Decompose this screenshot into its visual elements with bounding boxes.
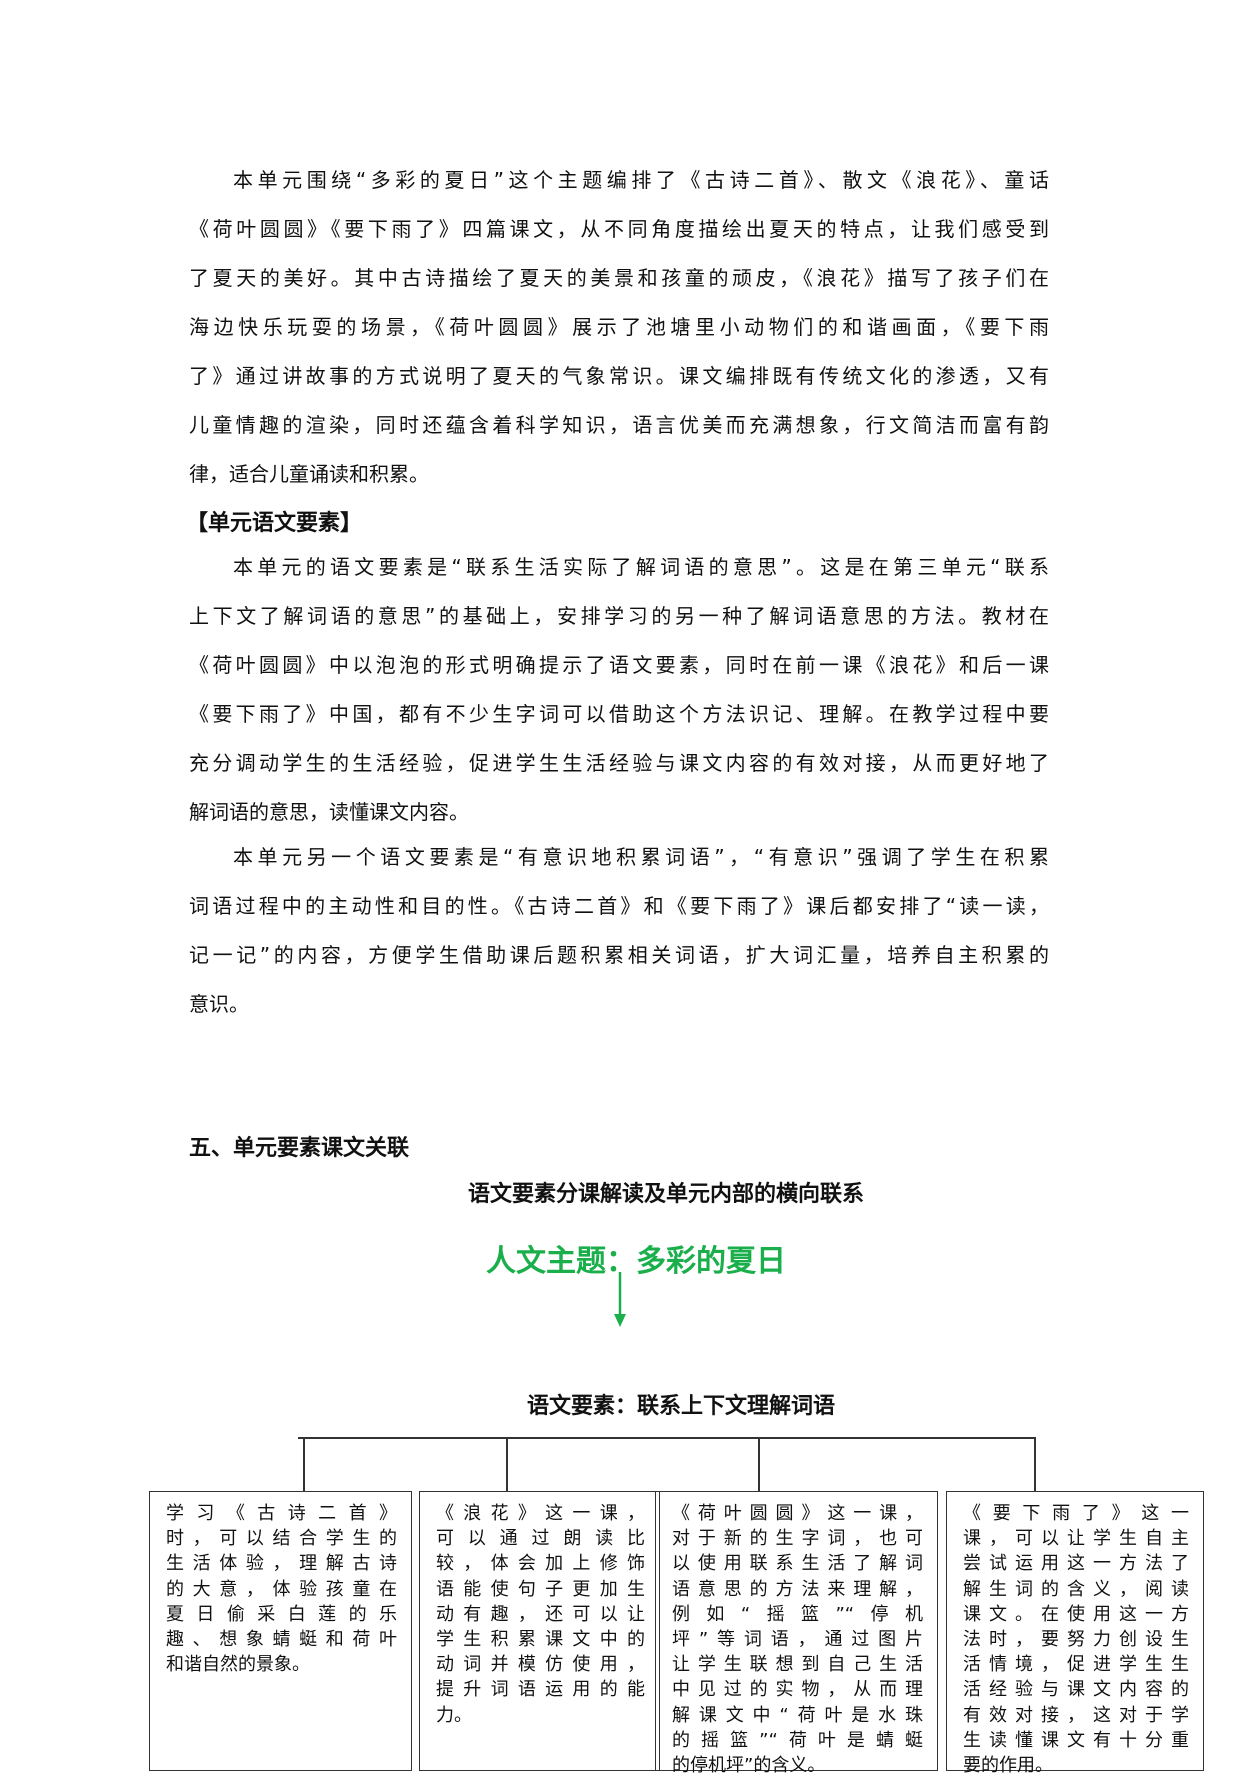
text-line: 《荷叶圆圆》《要下雨了》四篇课文，从不同角度描绘出夏天的特点，让我们感受到 [189,217,1049,241]
text-line: 解词语的意思，读懂课文内容。 [189,800,469,824]
text-line: 要的作用。 [963,1754,1053,1776]
text-line: 《荷叶圆圆》中以泡泡的形式明确提示了语文要素，同时在前一课《浪花》和后一课 [189,653,1049,677]
element-label: 语文要素：联系上下文理解词语 [526,1394,835,1419]
text-line: 律，适合儿童诵读和积累。 [189,462,429,486]
text-line: 动有趣，还可以让 [436,1603,645,1625]
connector-drop-4 [1034,1438,1036,1491]
text-line: 例如“摇篮”“停机 [672,1603,923,1625]
down-arrow-icon [614,1272,626,1327]
text-line: 让学生联想到自己生活 [672,1654,923,1676]
text-line: 《要下雨了》中国，都有不少生字词可以借助这个方法识记、理解。在教学过程中要 [189,702,1049,726]
text-line: 夏日偷采白莲的乐 [166,1603,397,1625]
text-line: 的摇篮”“荷叶是蜻蜓 [672,1729,923,1751]
text-line: 学生积累课文中的 [436,1628,645,1650]
text-line: 以使用联系生活了解词 [672,1553,923,1575]
text-line: 生读懂课文有十分重 [963,1729,1189,1751]
lesson-box-yaoxiayu: 《要下雨了》这一课，可以让学生自主尝试运用这一方法了解生词的含义，阅读课文。在使… [946,1491,1204,1776]
text-line: 了》通过讲故事的方式说明了夏天的气象常识。课文编排既有传统文化的渗透，又有 [189,364,1049,388]
section-5-heading: 五、单元要素课文关联 [189,1136,410,1161]
text-line: 解生词的含义，阅读 [963,1578,1189,1600]
text-line: 课文。在使用这一方 [963,1603,1189,1625]
text-line: 语意思的方法来理解， [672,1578,923,1600]
text-line: 对于新的生字词，也可 [672,1528,923,1550]
text-line: 充分调动学生的生活经验，促进学生生活经验与课文内容的有效对接，从而更好地了 [189,751,1049,775]
lesson-box-gushi: 学习《古诗二首》时，可以结合学生的生活体验，理解古诗的大意，体验孩童在夏日偷采白… [149,1491,412,1771]
text-line: 解课文中“荷叶是水珠 [672,1704,923,1726]
text-line: 力。 [436,1704,472,1726]
unit-elements-paragraph-1: 本单元的语文要素是“联系生活实际了解词语的意思”。这是在第三单元“联系上下文了解… [189,543,1049,837]
text-line: 活经验与课文内容的 [963,1679,1189,1701]
text-line: 生活体验，理解古诗 [166,1553,397,1575]
lesson-box-heye: 《荷叶圆圆》这一课， 对于新的生字词，也可以使用联系生活了解词语意思的方法来理解，… [655,1491,938,1776]
text-line: 本单元另一个语文要素是“有意识地积累词语”，“有意识”强调了学生在积累 [233,845,1049,869]
intro-paragraph: 本单元围绕“多彩的夏日”这个主题编排了《古诗二首》、散文《浪花》、童话《荷叶圆圆… [189,156,1049,499]
text-line: 时，可以结合学生的 [166,1528,397,1550]
text-line: 《要下雨了》这一 [963,1503,1189,1524]
text-line: 意识。 [189,992,249,1016]
text-line: 尝试运用这一方法了 [963,1553,1189,1575]
text-line: 的停机坪”的含义。 [672,1754,826,1776]
text-line: 词语过程中的主动性和目的性。《古诗二首》和《要下雨了》课后都安排了“读一读， [189,894,1049,918]
unit-elements-paragraph-2: 本单元另一个语文要素是“有意识地积累词语”，“有意识”强调了学生在积累词语过程中… [189,833,1049,1029]
text-line: 动词并模仿使用， [436,1654,645,1676]
text-line: 中见过的实物，从而理 [672,1679,923,1701]
text-line: 《荷叶圆圆》这一课， [672,1503,923,1524]
text-line: 活情境，促进学生生 [963,1654,1189,1676]
text-line: 趣、想象蜻蜓和荷叶 [166,1628,397,1650]
connector-drop-2 [506,1438,508,1491]
theme-label: 人文主题：多彩的夏日 [486,1244,786,1279]
connector-drop-3 [758,1438,760,1491]
text-line: 坪”等词语，通过图片 [672,1628,923,1650]
text-line: 可以通过朗读比 [436,1528,645,1550]
text-line: 海边快乐玩耍的场景，《荷叶圆圆》展示了池塘里小动物们的和谐画面，《要下雨 [189,315,1049,339]
text-line: 学习《古诗二首》 [166,1503,397,1524]
text-line: 儿童情趣的渲染，同时还蕴含着科学知识，语言优美而充满想象，行文简洁而富有韵 [189,413,1049,437]
text-line: 记一记”的内容，方便学生借助课后题积累相关词语，扩大词汇量，培养自主积累的 [189,943,1049,967]
lesson-box-langhua: 《浪花》这一课， 可以通过朗读比较，体会加上修饰语能使句子更加生动有趣，还可以让学… [419,1491,660,1771]
diagram-title: 语文要素分课解读及单元内部的横向联系 [467,1182,864,1207]
text-line: 的大意，体验孩童在 [166,1578,397,1600]
text-line: 法时，要努力创设生 [963,1628,1189,1650]
text-line: 较，体会加上修饰 [436,1553,645,1575]
text-line: 语能使句子更加生 [436,1578,645,1600]
text-line: 《浪花》这一课， [436,1503,645,1524]
text-line: 和谐自然的景象。 [166,1654,310,1676]
connector-drop-1 [303,1438,305,1491]
text-line: 有效对接，这对于学 [963,1704,1189,1726]
text-line: 了夏天的美好。其中古诗描绘了夏天的美景和孩童的顽皮，《浪花》描写了孩子们在 [189,266,1049,290]
text-line: 上下文了解词语的意思”的基础上，安排学习的另一种了解词语意思的方法。教材在 [189,604,1049,628]
connector-horizontal [298,1437,1036,1439]
text-line: 课，可以让学生自主 [963,1528,1189,1550]
unit-elements-heading: 【单元语文要素】 [186,511,363,536]
text-line: 提升词语运用的能 [436,1679,645,1701]
text-line: 本单元的语文要素是“联系生活实际了解词语的意思”。这是在第三单元“联系 [233,555,1049,579]
text-line: 本单元围绕“多彩的夏日”这个主题编排了《古诗二首》、散文《浪花》、童话 [233,168,1049,192]
